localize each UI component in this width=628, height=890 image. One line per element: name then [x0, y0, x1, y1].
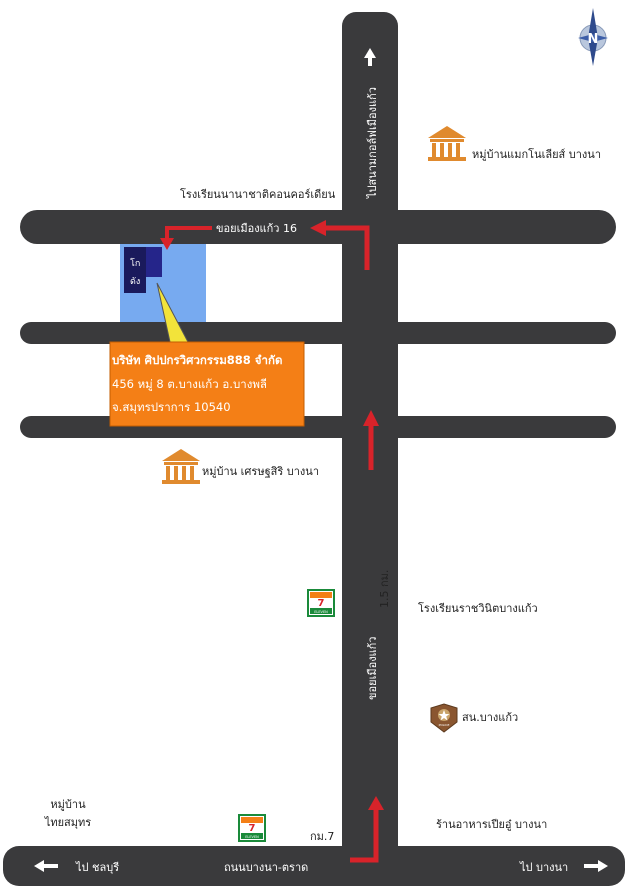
label-golf-course: ไปสนามกอล์ฟเมืองแก้ว	[366, 87, 379, 199]
company-name: บริษัท ศิปปกรวิศวกรรม888 จำกัด	[112, 353, 282, 367]
road-bangna-trat	[3, 846, 625, 886]
arrow-right-icon	[584, 860, 608, 872]
store-brand-name: ELEVEN	[245, 835, 259, 839]
label-to-bangna: ไป บางนา	[519, 861, 568, 874]
warehouse-building	[124, 247, 146, 293]
white-arrows	[34, 48, 608, 872]
road-middle	[20, 322, 616, 344]
label-soi-16: ขอยเมืองแก้ว 16	[216, 222, 297, 235]
building-icon	[162, 449, 200, 484]
landmark-thai-samut-1: หมู่บ้าน	[50, 798, 86, 811]
seven-eleven-icon: 7 ELEVEN	[307, 589, 335, 617]
store-brand-name: ELEVEN	[314, 610, 328, 614]
landmark-police: สน.บางแก้ว	[462, 711, 518, 724]
label-bangna-trat: ถนนบางนา-ตราด	[224, 861, 308, 874]
label-km-marker: กม.7	[310, 830, 334, 843]
police-badge-text: POLICE	[439, 723, 450, 727]
landmark-magnolias: หมู่บ้านแมกโนเลียส์ บางนา	[472, 147, 601, 161]
label-to-chonburi: ไป ชลบุรี	[75, 861, 119, 874]
building-icon	[428, 126, 466, 161]
landmark-rachawinit: โรงเรียนราชวินิตบางแก้ว	[418, 601, 538, 615]
warehouse-label-1: โก	[130, 258, 140, 269]
route-arrows	[160, 220, 384, 863]
road-lower	[20, 416, 616, 438]
landmark-thai-samut-2: ไทยสมุทร	[44, 816, 91, 829]
company-address-1: 456 หมู่ 8 ต.บางแก้ว อ.บางพลี	[112, 377, 267, 391]
label-soi-bottom: ขอยเมืองแก้ว	[366, 637, 379, 701]
warehouse-label-2: ดัง	[130, 277, 140, 287]
arrow-left-icon	[34, 860, 58, 872]
company-address-2: จ.สมุทรปราการ 10540	[112, 400, 231, 414]
seven-eleven-icon: 7 ELEVEN	[238, 814, 266, 842]
north-compass-icon: N	[578, 8, 608, 66]
police-badge-icon: POLICE	[430, 703, 458, 733]
warehouse-annex	[146, 247, 162, 277]
landmark-setthasiri: หมู่บ้าน เศรษฐสิริ บางนา	[202, 465, 319, 478]
label-distance: 1.5 กม.	[378, 570, 391, 608]
store-brand-number: 7	[318, 598, 325, 609]
landmark-concordian: โรงเรียนนานาชาติคอนคอร์เดียน	[180, 187, 336, 201]
landmark-restaurant: ร้านอาหารเปียอู๋ บางนา	[436, 818, 547, 831]
company-info-box: บริษัท ศิปปกรวิศวกรรม888 จำกัด 456 หมู่ …	[109, 341, 305, 427]
north-label: N	[588, 32, 599, 47]
store-brand-number: 7	[249, 823, 256, 834]
arrow-up-icon	[364, 48, 376, 66]
